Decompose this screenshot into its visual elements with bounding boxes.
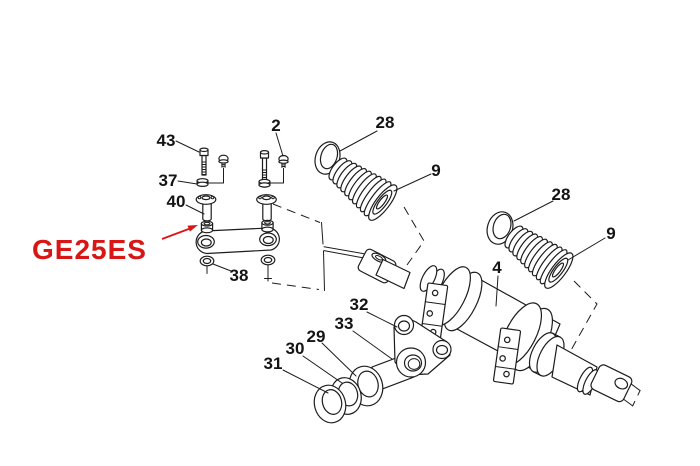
clamp-bracket-front [419, 282, 449, 342]
leader-lines [175, 130, 606, 394]
callout-labels: 43 37 40 2 28 9 28 9 4 32 33 29 30 31 38 [157, 113, 616, 373]
clamp-bracket-rear [492, 327, 522, 385]
leader-43 [175, 140, 200, 153]
bracket-ear-hole-right [435, 344, 449, 356]
highlight-arrow-line [161, 228, 190, 240]
piston-rod [375, 258, 411, 290]
rod-band [576, 366, 599, 395]
leader-38 [212, 263, 232, 272]
leader-31 [282, 369, 329, 394]
leader-9-right [567, 237, 606, 261]
callout-9-top: 9 [431, 161, 440, 180]
boot-left [328, 157, 398, 221]
callout-9-right: 9 [606, 224, 615, 243]
guide-boot-right [569, 280, 598, 353]
guide-boot-left [403, 206, 425, 266]
callout-31: 31 [264, 354, 283, 373]
callout-32: 32 [350, 295, 369, 314]
cap-nut-right [278, 154, 289, 168]
tie-rod [323, 246, 370, 259]
cylinder-assembly [323, 246, 641, 407]
highlight-arrow-head [187, 225, 198, 232]
rod-end-fork [590, 364, 641, 407]
leader-28-right [513, 200, 554, 222]
bolt-left [199, 147, 209, 176]
callout-40: 40 [167, 192, 186, 211]
leader-9-top [393, 173, 432, 192]
highlight-annotation: GE25ES [32, 225, 198, 265]
callout-29: 29 [307, 327, 326, 346]
callout-37: 37 [159, 171, 178, 190]
o-ring-left [199, 255, 215, 267]
mounting-bracket [393, 314, 452, 378]
callout-43: 43 [157, 131, 176, 150]
leader-40 [185, 204, 205, 215]
callout-2: 2 [271, 116, 280, 135]
pivot-bushing-right [261, 219, 274, 233]
callout-4: 4 [492, 258, 502, 277]
guide-link-bottom [271, 282, 320, 290]
leader-2 [275, 132, 284, 157]
guide-edge-upper [321, 222, 324, 245]
cap-nut-left-link-line [208, 167, 224, 184]
callout-38: 38 [230, 266, 249, 285]
leader-30 [302, 355, 343, 384]
bracket-bore [403, 354, 423, 372]
leader-32 [366, 311, 398, 328]
leader-4 [495, 275, 499, 307]
callout-28-right: 28 [552, 185, 571, 204]
washer-left [196, 178, 209, 187]
link-plate [195, 227, 280, 255]
bolt-right [259, 150, 270, 188]
washer-right [258, 178, 271, 188]
callout-30: 30 [286, 339, 305, 358]
flange-sleeve-left [195, 194, 217, 222]
leader-33 [352, 330, 393, 360]
pivot-bushing-left [200, 220, 214, 234]
cap-nut-right-link-line [269, 167, 284, 184]
callout-28-top: 28 [376, 113, 395, 132]
leader-37 [177, 180, 198, 185]
seal-ring-31 [313, 384, 347, 424]
link-plate-assembly [195, 147, 289, 267]
cap-nut-left [218, 154, 229, 168]
guide-link-top [272, 203, 321, 223]
guide-edge-lower [323, 250, 325, 291]
bracket-ear-hole-top [397, 320, 411, 332]
boot-right [504, 225, 574, 289]
o-ring-right [260, 254, 276, 266]
leader-28-top [339, 130, 378, 152]
flange-sleeve-right [256, 194, 277, 222]
leader-29 [321, 342, 357, 377]
assembly-guide-lines [206, 203, 598, 353]
boot-washer-right [486, 211, 514, 245]
callout-33: 33 [335, 314, 354, 333]
highlight-part-label: GE25ES [32, 234, 147, 265]
